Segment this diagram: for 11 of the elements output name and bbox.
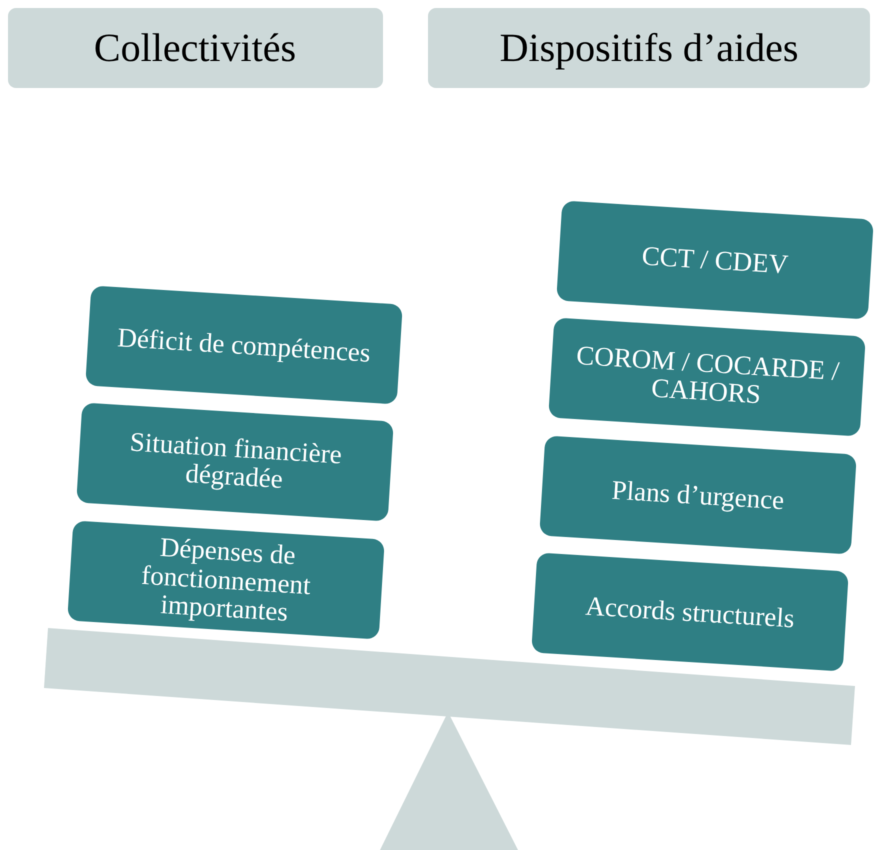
header-label: Dispositifs d’aides bbox=[500, 24, 798, 72]
item-label: Situation financière dégradée bbox=[128, 425, 344, 496]
item-label: Déficit de compétences bbox=[116, 323, 372, 367]
item-label: Plans d’urgence bbox=[610, 476, 786, 514]
header-label: Collectivités bbox=[94, 24, 296, 72]
header-box bbox=[428, 8, 870, 88]
item-label: Accords structurels bbox=[584, 591, 796, 633]
item-label: CCT / CDEV bbox=[641, 241, 789, 279]
item-label: Dépenses de fonctionnement importantes bbox=[140, 531, 312, 629]
header-box bbox=[8, 8, 382, 88]
item-label: COROM / COCARDE / CAHORS bbox=[574, 340, 842, 412]
